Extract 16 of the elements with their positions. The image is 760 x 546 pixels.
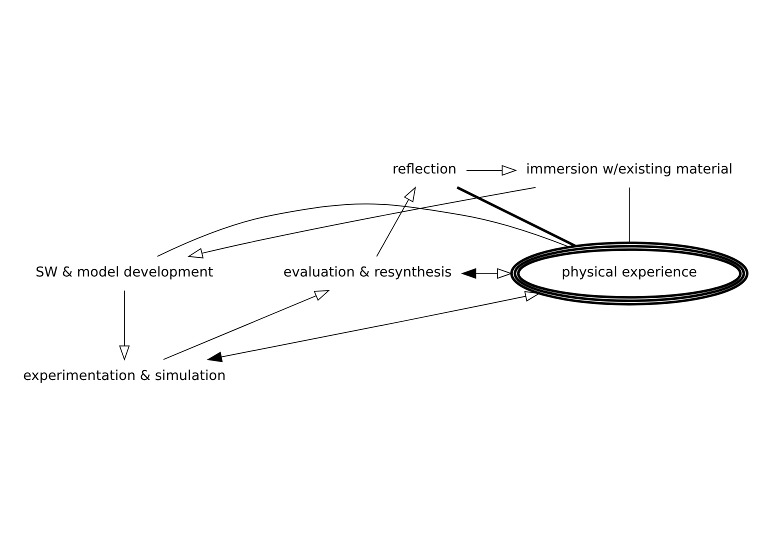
arrow [460,268,512,278]
connector [628,186,630,242]
node-ellipse: physical experience [510,241,748,305]
connector [456,186,576,246]
arrow [163,290,330,360]
node-text: SW & model development [36,264,214,280]
connector [156,202,570,256]
node-text: evaluation & resynthesis [283,264,452,280]
arrow [466,164,518,176]
arrow [187,186,536,258]
arrow [119,290,130,360]
node-text: reflection [392,161,457,178]
arrow [206,290,540,362]
arrow [376,186,416,256]
node-text: immersion w/existing material [526,161,733,178]
node-text: experimentation & simulation [23,367,226,384]
